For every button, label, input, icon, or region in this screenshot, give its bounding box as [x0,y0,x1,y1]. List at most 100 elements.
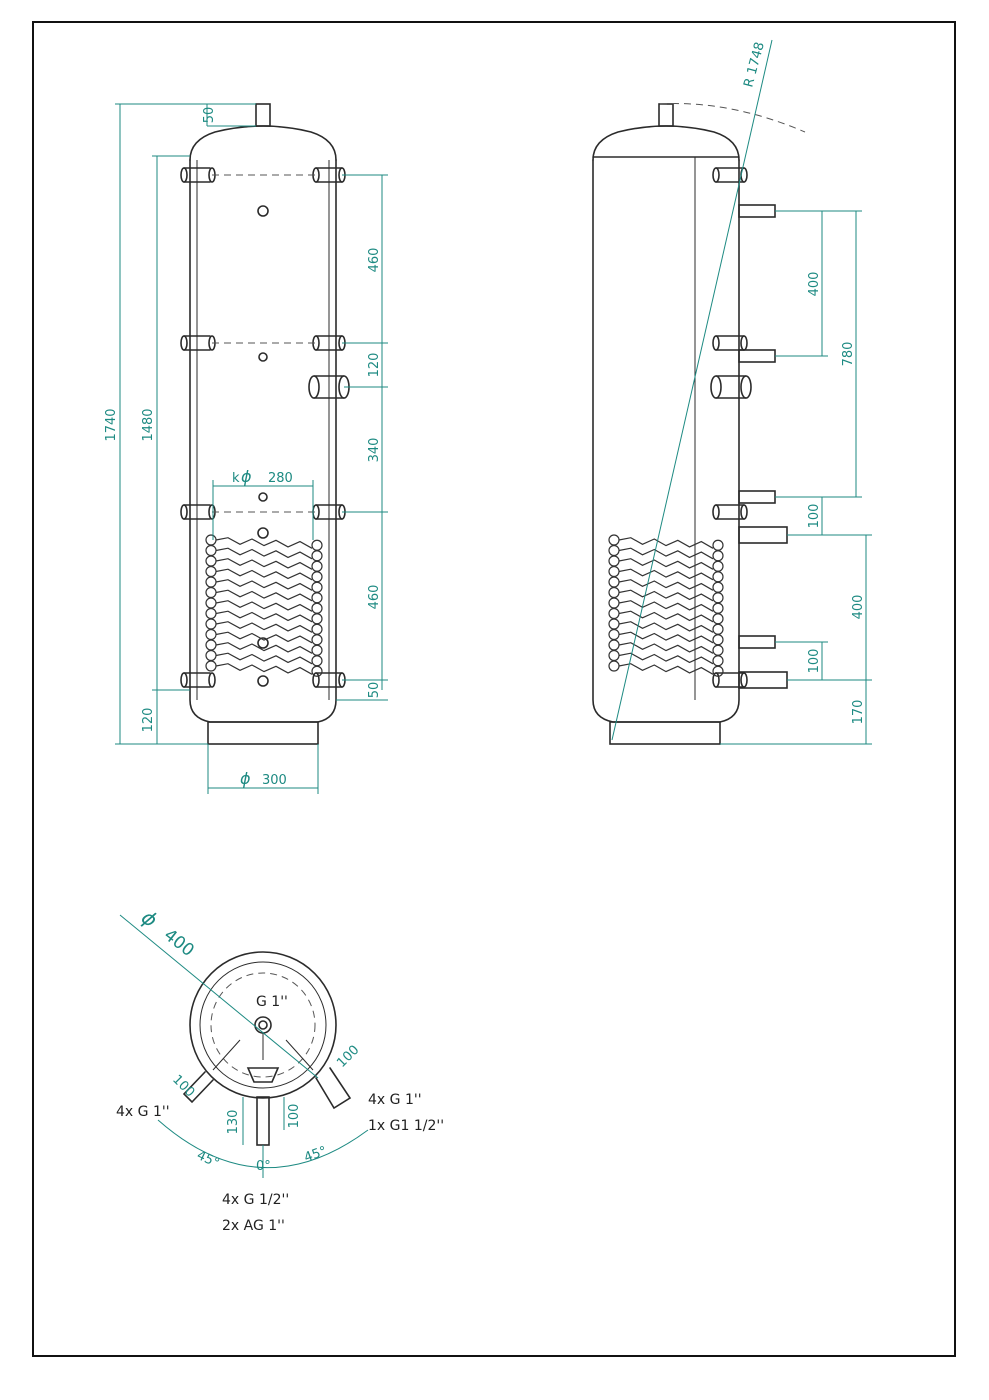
coil-winding [215,631,313,644]
dim-top-diameter: 400 [160,925,198,961]
coil-loop-left [205,607,217,620]
dim-coil-diameter-symbol: ϕ [241,467,252,486]
coil-loop-left [608,639,620,651]
dim-overall-height: 1740 [104,408,119,441]
coil-loop-right [712,539,724,551]
coil-winding [215,600,313,612]
coil-loop-left [608,576,620,588]
bottom-ports-label-1: 4x G 1/2'' [222,1192,289,1208]
side-tank-body [592,159,740,723]
coil-winding [215,610,313,623]
coil-winding [618,547,714,560]
front-heat-exchanger-coil [205,534,323,677]
dim-coil-span: 400 [851,595,866,620]
dim-upper-a: 400 [807,272,822,297]
coil-winding [215,547,313,560]
coil-loop-right [712,602,724,614]
coil-loop-left [608,534,620,546]
coil-loop-left [608,607,620,620]
left-ports-label: 4x G 1'' [116,1104,170,1120]
front-foot [207,721,319,745]
coil-loop-right [311,634,323,646]
coil-winding [618,631,714,644]
coil-loop-left [205,555,217,567]
side-foot [609,721,721,745]
dim-radius: R 1748 [741,40,767,89]
top-coil-outline [210,972,316,1078]
side-dimensions [720,210,872,745]
front-side-connections [180,167,350,688]
coil-loop-left [205,660,217,672]
top-center-port [254,1016,272,1034]
front-dimensions [115,103,388,794]
coil-winding [618,589,714,602]
front-tank-dome [189,125,337,161]
dim-seg-1: 460 [367,248,382,273]
coil-loop-right [712,634,724,646]
coil-loop-left [205,628,217,641]
dim-angle-left: 45° [194,1148,221,1171]
top-bottom-stub [256,1096,270,1146]
coil-loop-right [712,581,724,593]
dim-seg-4: 460 [367,585,382,610]
dim-angle-center: 0° [256,1159,271,1174]
coil-loop-left [608,586,620,599]
coil-loop-right [712,550,724,562]
coil-loop-right [311,655,323,667]
coil-winding [215,537,313,549]
coil-loop-left [205,597,217,609]
side-radius-arc [659,103,806,133]
dim-bottom-offset: 120 [141,708,156,733]
top-angle-arc [157,1119,369,1168]
coil-loop-right [712,592,724,604]
coil-winding [618,652,714,665]
dim-top-nozzle: 50 [202,107,217,124]
coil-loop-left [205,586,217,599]
coil-winding [215,642,313,654]
front-view: 1740 1480 120 50 460 120 340 460 50 k ϕ … [104,103,388,794]
coil-loop-right [311,581,323,593]
coil-loop-right [311,571,323,583]
coil-winding [618,558,714,570]
dim-center-stub-a: 130 [226,1110,241,1135]
coil-loop-left [205,534,217,546]
coil-loop-left [608,544,620,557]
coil-loop-left [608,565,620,578]
coil-loop-right [712,560,724,572]
dim-seg-3: 340 [367,438,382,463]
coil-winding [618,537,714,549]
side-top-nozzle [658,103,674,127]
coil-loop-left [205,639,217,651]
dim-coil-diameter: 280 [268,471,293,486]
coil-winding [215,568,313,581]
dim-seg-2: 120 [367,353,382,378]
coil-loop-left [608,660,620,672]
coil-loop-left [608,649,620,662]
coil-winding [215,663,313,675]
coil-loop-right [311,644,323,656]
right-ports-label-1: 4x G 1'' [368,1092,422,1108]
front-top-nozzle [255,103,271,127]
dim-mid-gap: 100 [807,504,822,529]
coil-loop-right [311,623,323,635]
dim-body-height: 1480 [141,408,156,441]
dim-foot-diameter: 300 [262,773,287,788]
coil-loop-right [311,602,323,614]
coil-loop-right [311,613,323,625]
dim-upper-b: 780 [841,342,856,367]
coil-winding [215,621,313,633]
bottom-ports-label-2: 2x AG 1'' [222,1218,285,1234]
coil-winding [618,568,714,581]
coil-loop-left [608,628,620,641]
dim-right-stub: 100 [334,1043,362,1071]
coil-winding [618,600,714,612]
coil-winding [215,652,313,665]
coil-loop-left [608,555,620,567]
coil-winding [618,621,714,633]
coil-loop-right [712,644,724,656]
coil-winding [215,589,313,602]
top-center-port-label: G 1'' [256,994,288,1010]
coil-loop-left [205,576,217,588]
coil-winding [618,610,714,623]
drawing-frame [32,21,956,1357]
